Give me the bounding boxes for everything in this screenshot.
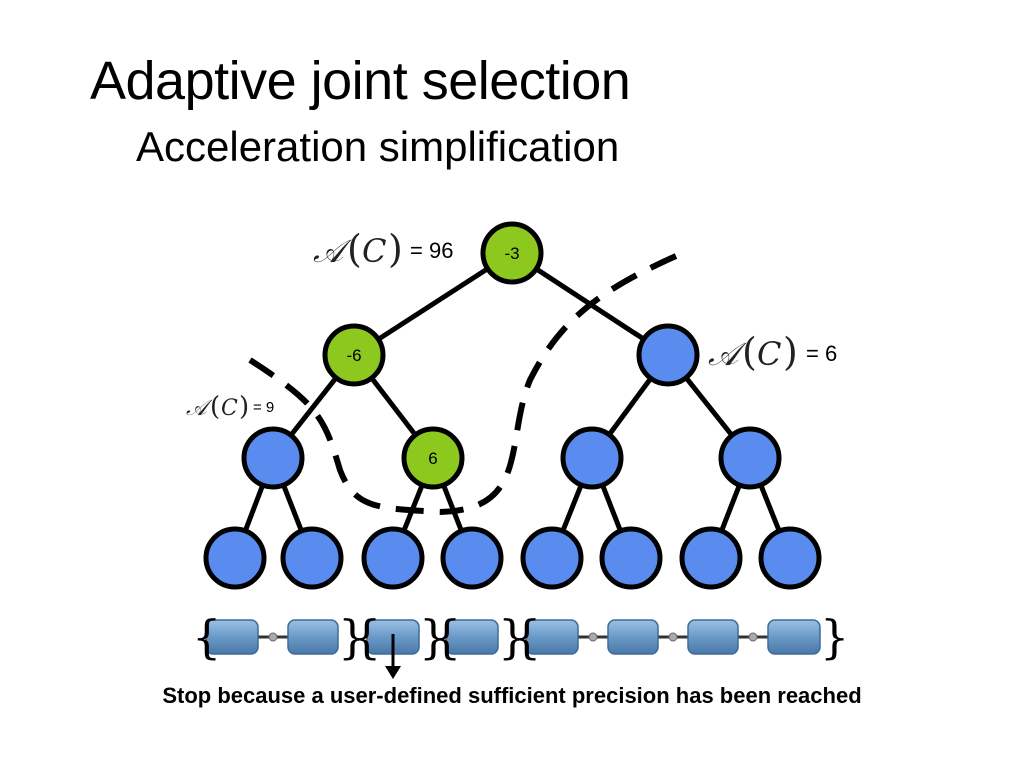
leaf-8 xyxy=(758,526,822,590)
brace-open-1: { xyxy=(192,610,221,664)
tree-nodes xyxy=(203,221,822,590)
brace-close-4: } xyxy=(820,610,849,664)
node-rl xyxy=(560,426,624,490)
segment-block xyxy=(525,619,579,655)
annotation-root-value: = 96 xyxy=(410,238,453,263)
leaf-4 xyxy=(440,526,504,590)
leaf-3 xyxy=(361,526,425,590)
annotation-left-symbol: 𝒜 xyxy=(186,396,213,421)
segment-block xyxy=(445,619,499,655)
node-left-label: -6 xyxy=(346,346,361,365)
segment-block xyxy=(205,619,259,655)
slide-title: Adaptive joint selection xyxy=(90,51,631,111)
leaf-5 xyxy=(520,526,584,590)
node-left xyxy=(322,323,386,387)
annotation-left: 𝒜 ( C ) = 9 xyxy=(186,392,274,422)
annotation-root-rparen: ) xyxy=(388,227,403,271)
slide-subtitle: Acceleration simplification xyxy=(136,123,620,170)
segment-chain: { } { } { } { } xyxy=(192,610,849,664)
node-rr xyxy=(718,426,782,490)
brace-open-3: { xyxy=(432,610,461,664)
annotation-left-arg: C xyxy=(221,396,238,421)
annotation-left-value: = 9 xyxy=(253,399,274,416)
annotation-root-lparen: ( xyxy=(347,227,362,271)
annotation-left-lparen: ( xyxy=(210,392,220,422)
brace-open-2: { xyxy=(352,610,381,664)
stop-arrow xyxy=(385,634,401,679)
leaf-6 xyxy=(599,526,663,590)
segment-block xyxy=(607,619,659,655)
annotation-right-arg: C xyxy=(757,335,781,373)
brace-close-3: } xyxy=(498,610,527,664)
segment-block xyxy=(687,619,739,655)
tree-edges xyxy=(232,250,793,559)
node-right xyxy=(636,323,700,387)
brace-open-4: { xyxy=(512,610,541,664)
annotation-right: 𝒜 ( C ) = 6 xyxy=(708,330,837,374)
joint-dot xyxy=(668,632,678,642)
segment-block xyxy=(287,619,339,655)
annotation-right-rparen: ) xyxy=(783,330,798,374)
brace-close-2: } xyxy=(419,610,448,664)
annotation-left-rparen: ) xyxy=(239,392,249,422)
node-root xyxy=(480,221,544,285)
annotation-right-value: = 6 xyxy=(806,341,837,366)
annotation-right-lparen: ( xyxy=(742,330,757,374)
cut-line-left xyxy=(248,357,441,515)
joint-dot xyxy=(588,632,598,642)
segment-block xyxy=(767,619,821,655)
node-mid-leaf-label: 6 xyxy=(428,449,437,468)
stop-caption: Stop because a user-defined sufficient p… xyxy=(162,683,862,708)
cut-line-right xyxy=(439,253,678,515)
leaf-1 xyxy=(203,526,267,590)
joint-dot xyxy=(268,632,278,642)
annotation-root-arg: C xyxy=(362,232,386,270)
joint-dot xyxy=(748,632,758,642)
node-root-label: -3 xyxy=(504,244,519,263)
annotation-root: 𝒜 ( C ) = 96 xyxy=(313,227,453,271)
leaf-7 xyxy=(679,526,743,590)
leaf-2 xyxy=(280,526,344,590)
node-lr xyxy=(401,426,465,490)
node-ll xyxy=(241,426,305,490)
brace-close-1: } xyxy=(338,610,367,664)
